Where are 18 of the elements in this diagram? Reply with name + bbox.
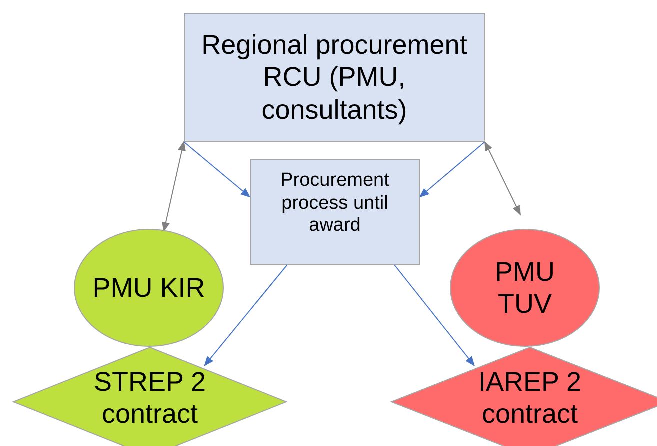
decision-diamond bbox=[391, 347, 657, 446]
node-label: Procurement process until award bbox=[280, 170, 390, 238]
arrow bbox=[184, 142, 251, 198]
node-label: PMU KIR bbox=[92, 272, 206, 304]
arrow bbox=[162, 141, 186, 232]
ellipse-node bbox=[74, 229, 224, 347]
arrow bbox=[419, 142, 486, 198]
process-box bbox=[250, 159, 420, 265]
arrow bbox=[394, 264, 476, 366]
node-label: STREP 2 contract bbox=[92, 366, 208, 430]
decision-diamond bbox=[13, 347, 287, 446]
arrow bbox=[204, 264, 288, 366]
node-label: Regional procurement RCU (PMU, consultants) bbox=[200, 28, 468, 126]
arrow bbox=[484, 141, 521, 216]
ellipse-node bbox=[450, 229, 600, 347]
process-box bbox=[184, 13, 485, 142]
node-label: IAREP 2 contract bbox=[477, 366, 583, 430]
node-label: PMU TUV bbox=[494, 256, 556, 320]
